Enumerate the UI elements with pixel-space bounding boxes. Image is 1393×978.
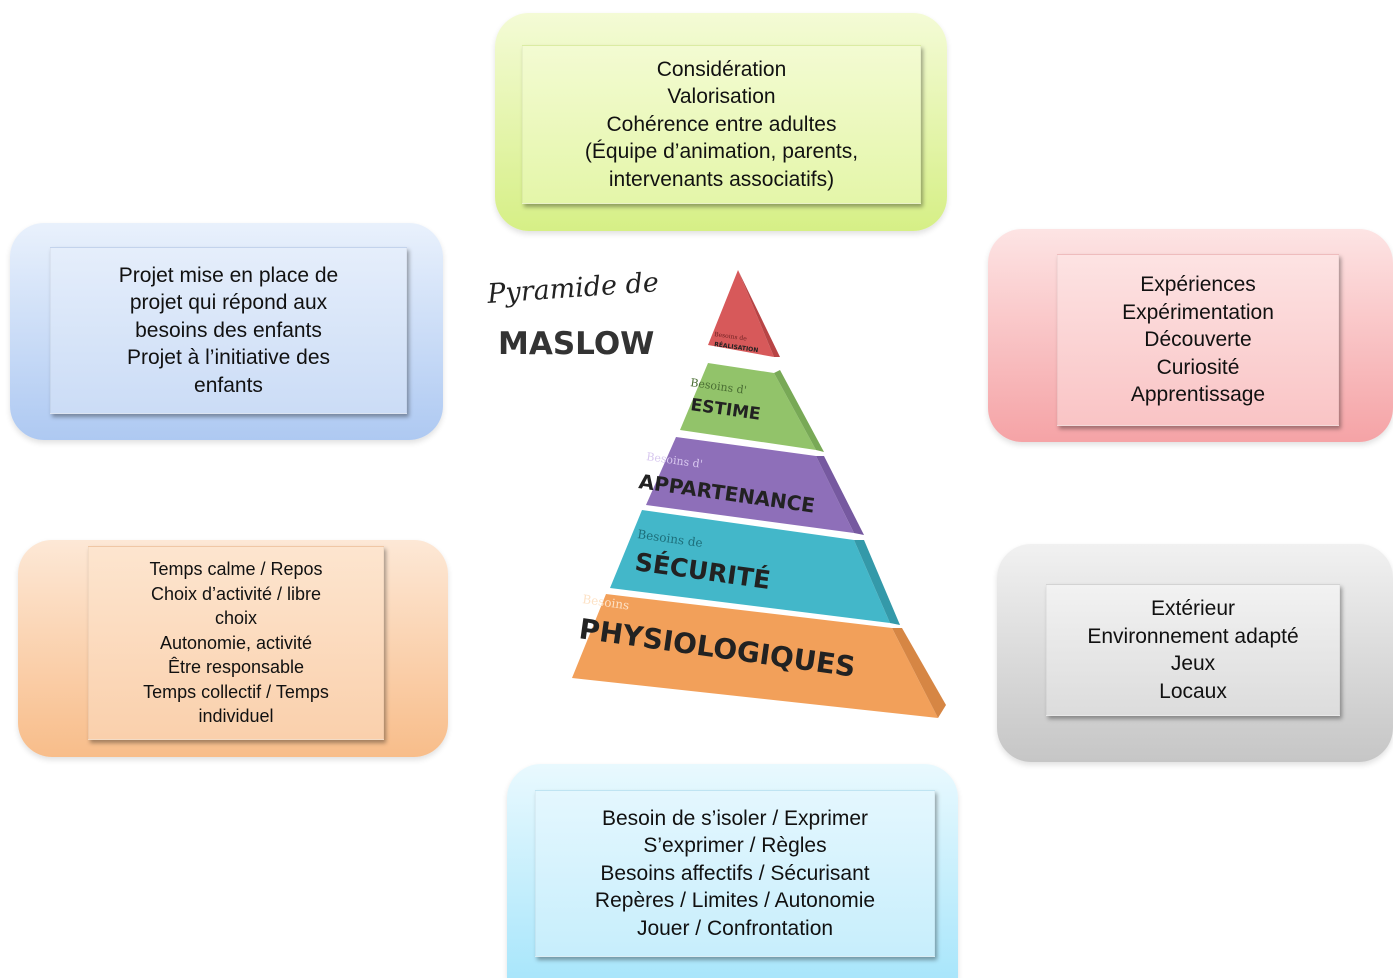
- level-appartenance-shape: [646, 437, 854, 533]
- box-top-line: (Équipe d’animation, parents,: [584, 140, 859, 164]
- box-top-right-line: Découverte: [1144, 328, 1252, 352]
- box-top-left-line: besoins des enfants: [135, 318, 322, 342]
- box-mid-right-line: Locaux: [1159, 679, 1227, 703]
- level-physiologiques-shape: [572, 594, 938, 718]
- box-top-right-line: Curiosité: [1156, 355, 1240, 379]
- box-top-right-line: Expériences: [1140, 273, 1256, 297]
- box-bottom-line: Besoins affectifs / Sécurisant: [600, 861, 870, 885]
- box-bottom-line: Repères / Limites / Autonomie: [594, 889, 876, 913]
- box-bottom: Besoin de s’isoler / Exprimer S’exprimer…: [535, 790, 935, 957]
- box-bottom-line: Jouer / Confrontation: [636, 916, 834, 940]
- box-top-line: Cohérence entre adultes: [606, 112, 837, 136]
- pyramid-title-script: Pyramide de: [485, 267, 660, 310]
- box-top-left: Projet mise en place de projet qui répon…: [50, 247, 407, 414]
- pyramid-side-face: [738, 270, 780, 357]
- box-top: Considération Valorisation Cohérence ent…: [522, 45, 921, 204]
- box-mid-right: Extérieur Environnement adapté Jeux Loca…: [1046, 584, 1340, 716]
- box-mid-left-line: Temps calme / Repos: [149, 559, 323, 580]
- box-mid-left-line: Choix d’activité / libre: [150, 583, 322, 604]
- pyramid-side-face: [774, 370, 824, 452]
- box-top-right-line: Apprentissage: [1130, 383, 1266, 407]
- box-mid-left-line: individuel: [198, 706, 274, 727]
- box-top-line: intervenants associatifs): [608, 167, 835, 191]
- box-bottom-line: S’exprimer / Règles: [643, 834, 827, 858]
- box-mid-right-line: Extérieur: [1150, 597, 1236, 620]
- box-bottom-line: Besoin de s’isoler / Exprimer: [601, 806, 869, 830]
- box-top-right-line: Expérimentation: [1122, 300, 1274, 324]
- box-mid-left-line: Autonomie, activité: [159, 632, 313, 653]
- pyramid-side-face: [854, 540, 900, 625]
- pyramid-title-main: MASLOW: [498, 326, 654, 362]
- box-top-line: Considération: [656, 57, 787, 81]
- level-estime-shape: [680, 363, 816, 450]
- box-mid-left-line: choix: [214, 608, 258, 629]
- box-top-left-line: Projet à l’initiative des: [126, 346, 331, 370]
- box-mid-left: Temps calme / Repos Choix d’activité / l…: [88, 546, 384, 740]
- box-top-line: Valorisation: [667, 85, 776, 109]
- box-top-right: Expériences Expérimentation Découverte C…: [1057, 254, 1339, 426]
- pyramid-side-face: [816, 456, 864, 535]
- box-top-left-line: Projet mise en place de: [118, 263, 339, 287]
- box-top-left-line: projet qui répond aux: [129, 291, 328, 315]
- box-mid-right-line: Jeux: [1170, 652, 1216, 675]
- level-realisation-prefix: Besoins de: [714, 331, 748, 343]
- box-mid-left-line: Être responsable: [167, 657, 305, 678]
- box-mid-left-line: Temps collectif / Temps: [143, 681, 329, 702]
- level-physiologiques-prefix: Besoins: [582, 592, 631, 612]
- maslow-pyramid: Pyramide de MASLOW Besoins de Besoins d'…: [485, 267, 946, 718]
- level-realisation-shape: [708, 270, 774, 357]
- box-top-left-line: enfants: [194, 373, 263, 397]
- pyramid-side-face: [892, 628, 946, 718]
- level-securite-shape: [610, 510, 890, 623]
- box-mid-right-line: Environnement adapté: [1087, 624, 1299, 648]
